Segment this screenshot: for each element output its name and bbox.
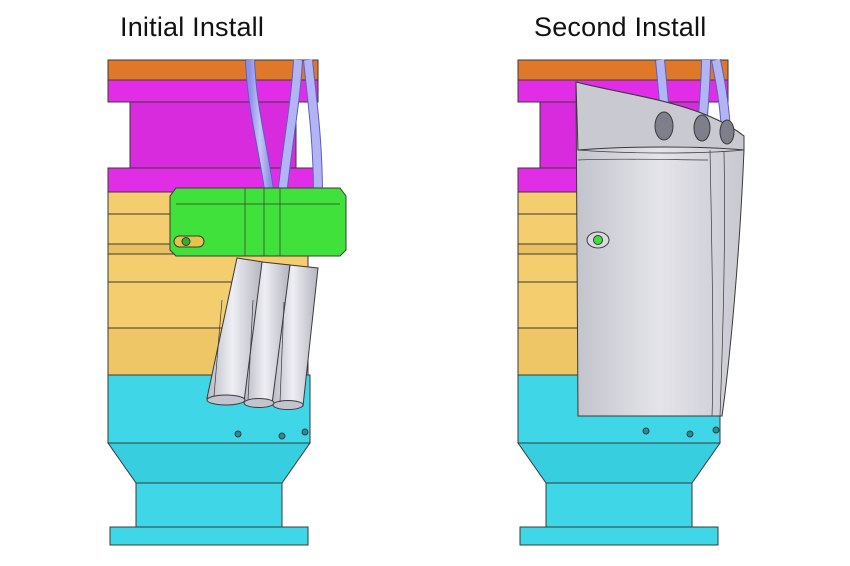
cable-opening [654,111,674,141]
grey-housing [575,81,745,417]
housing-fastener-screw [593,235,603,245]
orange-top-cap [517,59,729,81]
bolt-hole [642,427,650,435]
cable-opening [719,119,735,145]
cables [245,59,323,197]
bolt-hole [712,426,720,434]
initial-install-title: Initial Install [120,12,265,42]
bolt-hole [686,430,694,438]
clamp-screw [181,237,191,246]
initial-install-assembly [107,59,347,546]
second-install-title: Second Install [534,12,707,42]
second-install-assembly [517,59,745,546]
bolt-hole [301,428,309,436]
green-clamp [169,187,347,257]
bolt-hole [234,430,242,438]
angled-tubes [206,257,319,410]
orange-top-cap [107,59,319,81]
bolt-hole [278,432,286,440]
cable-opening [693,114,711,142]
